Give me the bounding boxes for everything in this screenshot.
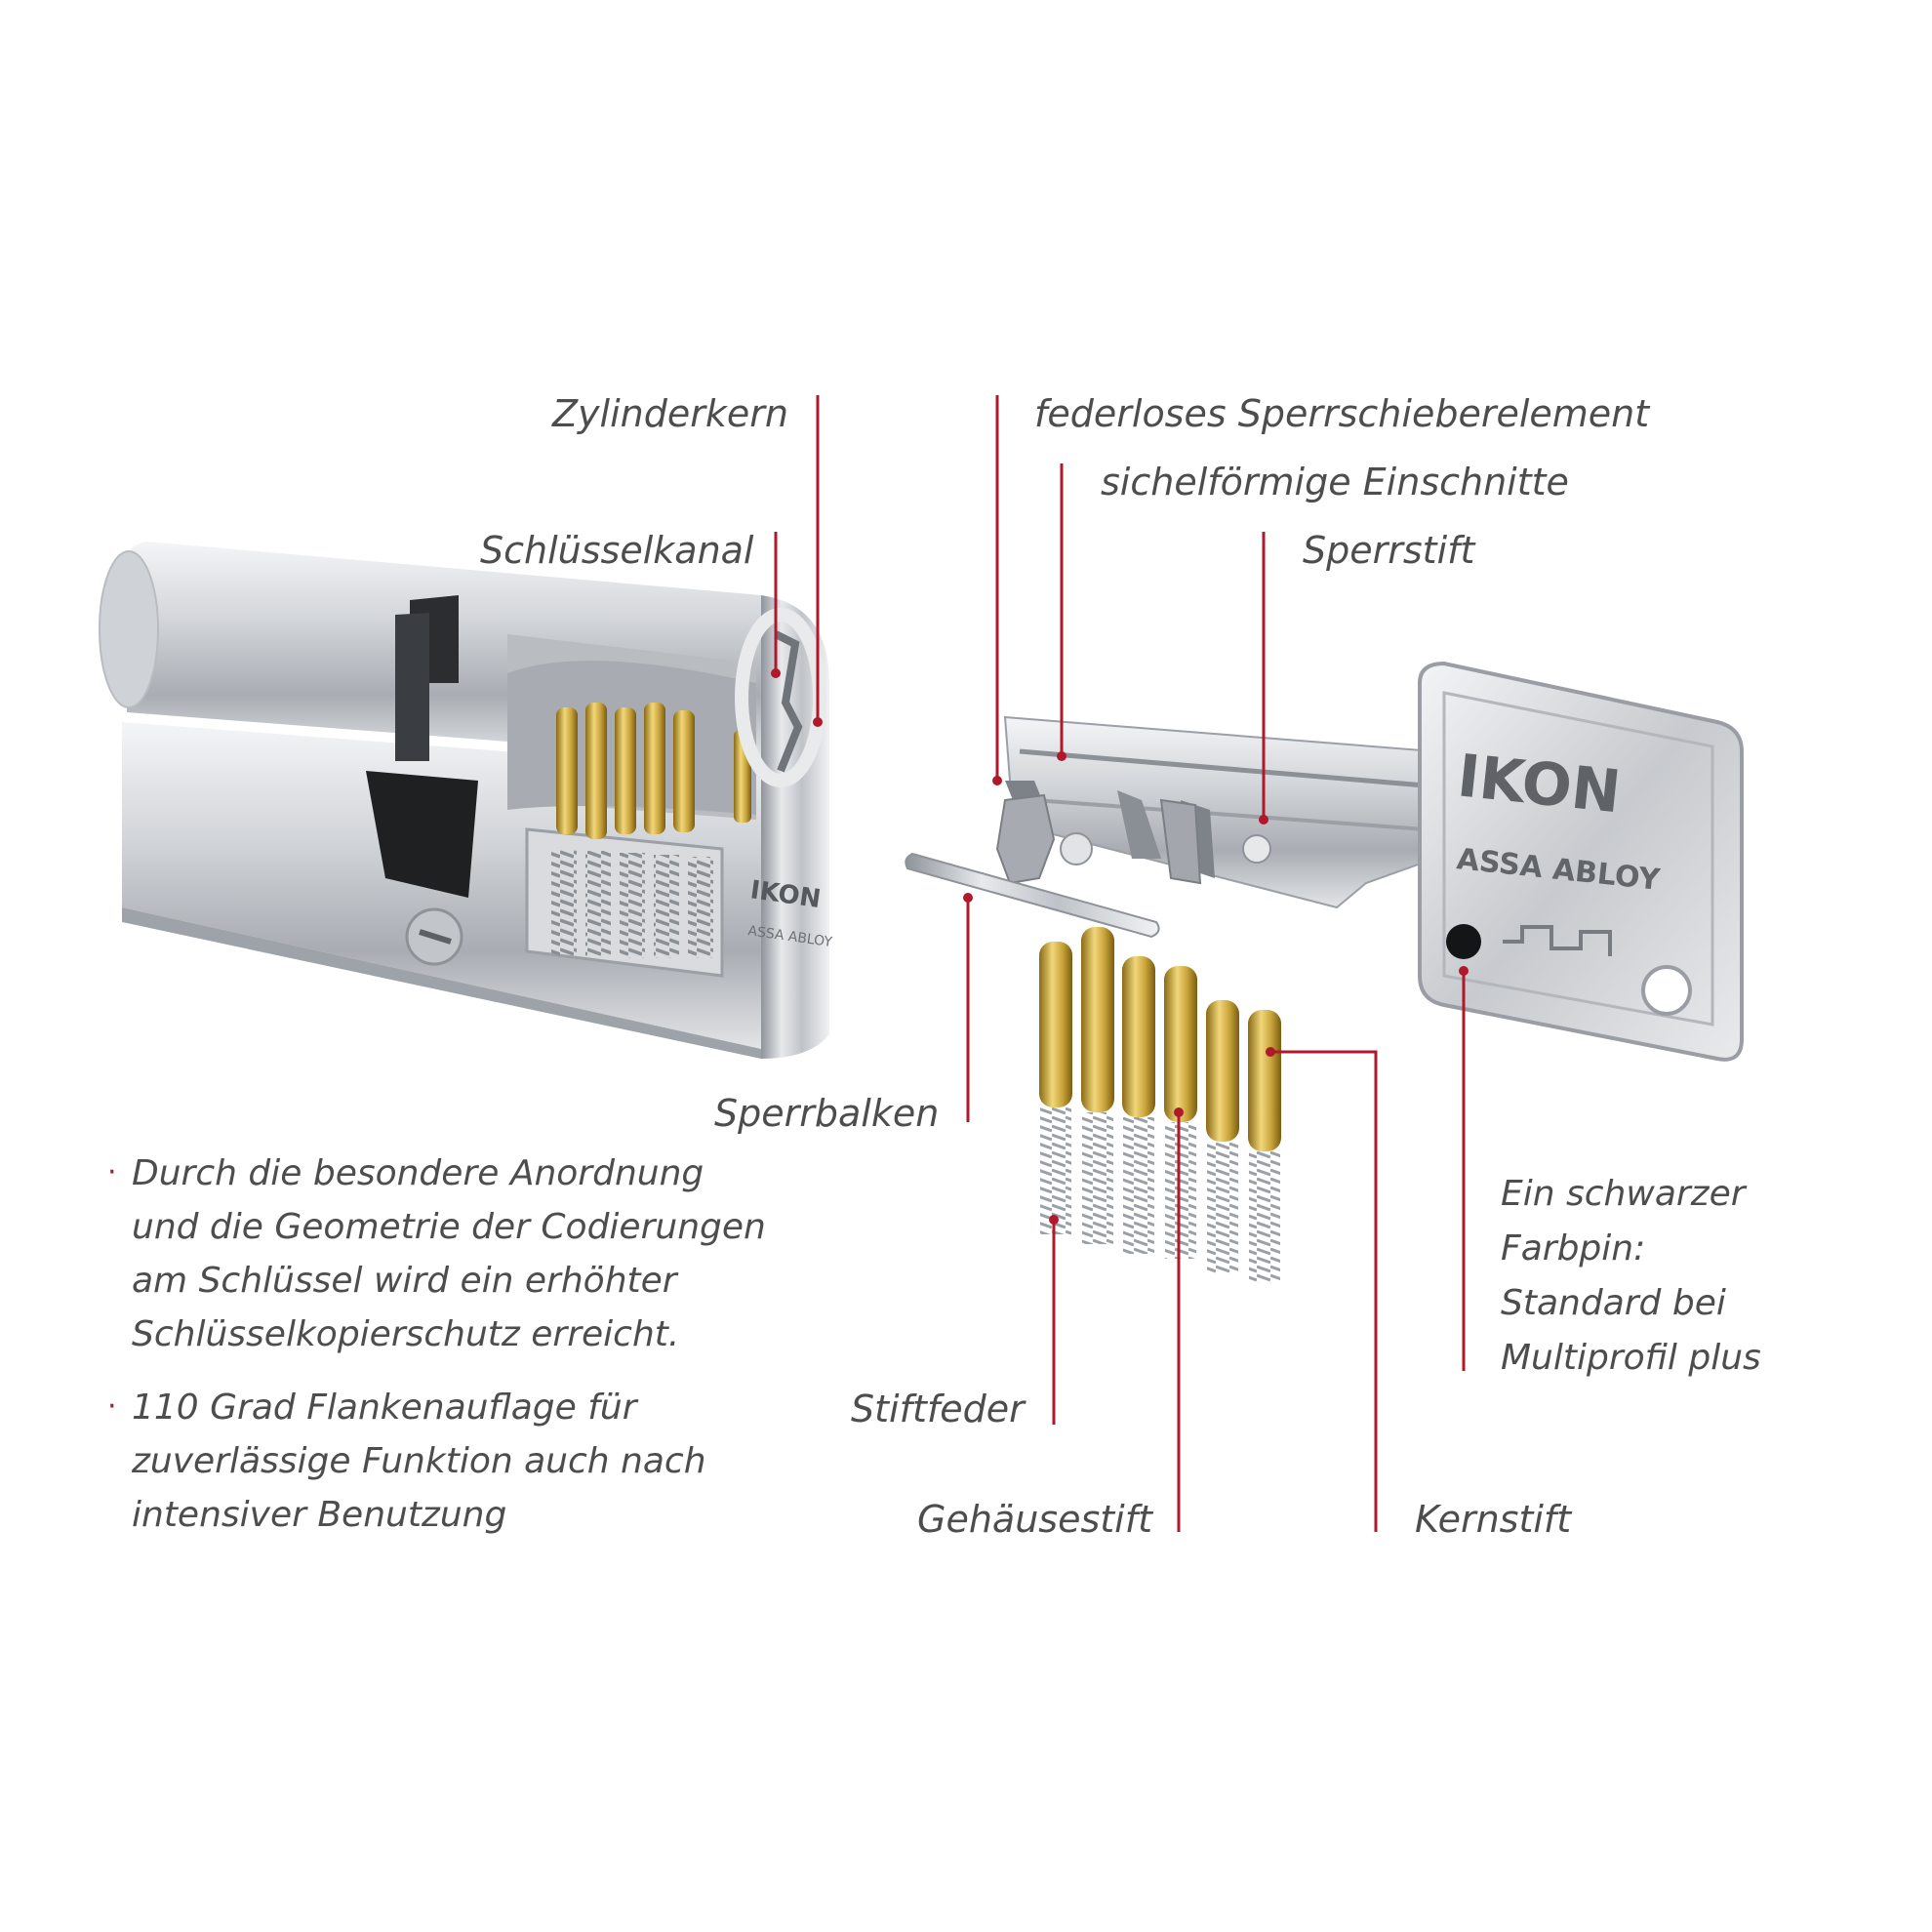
label-zylinderkern: Zylinderkern: [552, 392, 788, 435]
lock-cylinder: IKON ASSA ABLOY: [99, 542, 833, 1059]
cavity-springs: [551, 849, 713, 958]
pin-stack-5: [1206, 1000, 1239, 1273]
bullet-2: ·: [107, 1389, 117, 1424]
pin-stack-4: [1164, 966, 1197, 1259]
leader-lines: [774, 395, 1466, 1532]
note-1-line-4: Schlüsselkopierschutz erreicht.: [132, 1314, 680, 1354]
leader-dots: [771, 668, 1469, 1225]
leader-kernstift: [1270, 1050, 1378, 1532]
pin-stacks: [1039, 927, 1281, 1283]
black-color-pin: [1446, 924, 1481, 959]
pin-stack-3: [1122, 956, 1155, 1254]
label-sperrstift: Sperrstift: [1303, 529, 1475, 572]
note-1-line-3: am Schlüssel wird ein erhöhter: [132, 1261, 677, 1301]
bullet-1: ·: [107, 1155, 117, 1189]
key: IKON ASSA ABLOY: [1003, 661, 1744, 1062]
label-kernstift: Kernstift: [1415, 1498, 1572, 1541]
farbpin-line-4: Multiprofil plus: [1501, 1338, 1761, 1378]
pin-stack-6: [1248, 1010, 1281, 1283]
core-pins: [556, 703, 751, 839]
label-federloses: federloses Sperrschieberelement: [1034, 392, 1650, 435]
label-schluesselkanal: Schlüsselkanal: [480, 529, 754, 572]
label-stiftfeder: Stiftfeder: [851, 1388, 1025, 1430]
key-head-logo: IKON: [1454, 742, 1624, 826]
note-2-line-1: 110 Grad Flankenauflage für: [132, 1388, 637, 1428]
note-2-line-2: zuverlässige Funktion auch nach: [132, 1441, 706, 1481]
label-gehaeusestift: Gehäusestift: [917, 1498, 1152, 1541]
label-sperrbalken: Sperrbalken: [714, 1092, 940, 1135]
pin-stack-2: [1081, 927, 1114, 1244]
note-1-line-1: Durch die besondere Anordnung: [132, 1153, 704, 1193]
locking-pin: [1060, 832, 1271, 865]
farbpin-line-1: Ein schwarzer: [1501, 1174, 1746, 1214]
cam: [366, 595, 478, 898]
label-sichelfoermige: sichelförmige Einschnitte: [1101, 461, 1569, 503]
locking-bar: [905, 852, 1160, 939]
note-1-line-2: und die Geometrie der Codierungen: [132, 1207, 766, 1247]
pin-stack-1: [1039, 942, 1072, 1234]
locking-slider-element: [995, 793, 1202, 885]
farbpin-line-3: Standard bei: [1501, 1283, 1726, 1323]
farbpin-line-2: Farbpin:: [1501, 1228, 1646, 1268]
note-2-line-3: intensiver Benutzung: [132, 1495, 507, 1535]
